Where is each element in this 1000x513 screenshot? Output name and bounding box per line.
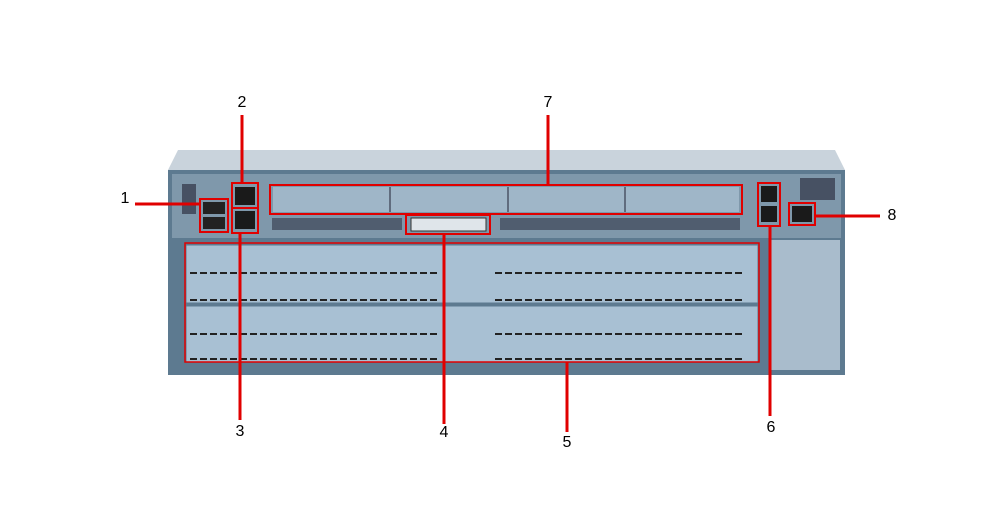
callout-label-6: 6 — [766, 419, 776, 436]
ehwic-slots — [273, 187, 739, 212]
callout-label-2: 2 — [237, 94, 247, 111]
callout-graphics — [135, 115, 880, 432]
aux-port — [235, 211, 255, 229]
callout-label-4: 4 — [439, 424, 449, 441]
callout-label-1: 1 — [120, 190, 130, 207]
chassis-top — [168, 150, 845, 170]
callout-7-box — [269, 184, 743, 215]
ge-port-1 — [761, 206, 777, 222]
callout-3-box — [231, 207, 259, 234]
usb-port-2 — [203, 217, 225, 229]
usb-port-1 — [203, 202, 225, 214]
ge-port-0 — [761, 186, 777, 202]
side-label-panel — [770, 240, 840, 370]
callout-8-box — [788, 202, 816, 226]
callout-label-8: 8 — [887, 207, 897, 224]
console-port — [235, 187, 255, 205]
vents — [182, 178, 835, 230]
compact-flash-slot — [410, 217, 487, 232]
callout-label-5: 5 — [562, 434, 572, 451]
slot-dividers — [389, 187, 626, 212]
callout-label-3: 3 — [235, 423, 245, 440]
callout-label-7: 7 — [543, 94, 553, 111]
callout-1-box — [199, 198, 229, 233]
module-vents — [190, 272, 745, 360]
sfp-port — [792, 206, 812, 222]
callout-5-box — [184, 242, 760, 363]
